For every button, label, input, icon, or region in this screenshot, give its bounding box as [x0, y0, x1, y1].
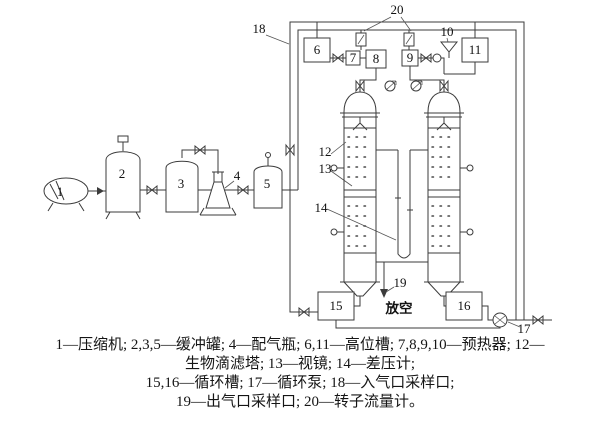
high-level-tank-11 — [461, 37, 489, 63]
caption-line-4: 19—出气口采样口; 20—转子流量计。 — [176, 394, 424, 410]
gas-mixing-flask — [199, 171, 237, 216]
valve-icon — [432, 53, 442, 63]
label-11: 11 — [469, 42, 482, 57]
process-flow-diagram: 1 2 3 4 5 6 7 8 9 10 11 12 13 14 15 16 1… — [43, 2, 552, 336]
caption-line-2: 生物滴滤塔; 13—视镜; 14—差压计; — [184, 356, 415, 372]
pressure-gauge-left — [384, 80, 397, 92]
label-17: 17 — [518, 321, 532, 336]
valve-icon — [355, 79, 365, 93]
label-15: 15 — [330, 298, 343, 313]
number-labels: 1 2 3 4 5 6 7 8 9 10 11 12 13 14 15 16 1… — [57, 2, 531, 336]
down-arrow-icon — [380, 289, 388, 298]
preheater-9 — [401, 49, 419, 67]
label-9: 9 — [407, 50, 414, 65]
figure-caption: 1—压缩机; 2,3,5—缓冲罐; 4—配气瓶; 6,11—高位槽; 7,8,9… — [0, 336, 600, 412]
preheater-8 — [365, 49, 387, 69]
label-13: 13 — [319, 161, 332, 176]
caption-line-1: 1—压缩机; 2,3,5—缓冲罐; 4—配气瓶; 6,11—高位槽; 7,8,9… — [55, 337, 545, 353]
valve-icon — [420, 52, 432, 64]
label-6: 6 — [314, 42, 321, 57]
spray-nozzle-icon — [436, 117, 452, 131]
valve-icon — [194, 144, 206, 156]
high-level-tank-6 — [303, 37, 331, 63]
valve-icon — [285, 143, 295, 157]
sight-glass-icon — [330, 228, 338, 236]
valve-icon — [237, 184, 249, 196]
valve-icon — [439, 79, 449, 93]
sight-glass-icon — [466, 228, 474, 236]
label-19: 19 — [394, 275, 407, 290]
preheater-7 — [345, 50, 361, 66]
label-5: 5 — [264, 176, 271, 191]
rotameter-left — [355, 32, 367, 47]
circulation-pump — [492, 312, 508, 328]
sight-glass-icon — [466, 164, 474, 172]
biofilter-column-left — [330, 91, 380, 283]
label-16: 16 — [458, 298, 472, 313]
label-3: 3 — [178, 176, 185, 191]
label-14: 14 — [315, 200, 329, 215]
buffer-tank-3 — [165, 160, 199, 213]
label-1: 1 — [57, 184, 64, 199]
label-20: 20 — [391, 2, 404, 17]
sight-glass-icon — [330, 164, 338, 172]
preheater-10-funnel — [439, 41, 459, 58]
label-10: 10 — [441, 24, 454, 39]
pressure-gauge-right — [410, 80, 423, 92]
valve-icon — [298, 306, 310, 318]
valve-icon — [532, 314, 544, 326]
vent-label: 放空 — [385, 300, 413, 316]
differential-manometer — [376, 149, 428, 259]
label-12: 12 — [319, 144, 332, 159]
caption-line-3: 15,16—循环槽; 17—循环泵; 18—入气口采样口; — [145, 375, 455, 391]
circulation-tank-15 — [317, 291, 355, 321]
label-2: 2 — [119, 166, 126, 181]
leader-lines — [224, 16, 521, 328]
buffer-tank-5 — [253, 152, 283, 209]
buffer-tank-2 — [105, 135, 141, 220]
label-8: 8 — [373, 51, 380, 66]
label-4: 4 — [234, 168, 241, 183]
biofilter-column-right — [424, 91, 474, 283]
circulation-tank-16 — [445, 291, 483, 321]
label-7: 7 — [350, 50, 357, 65]
rotameter-right — [403, 32, 415, 47]
label-18: 18 — [253, 21, 266, 36]
spray-nozzle-icon — [352, 117, 368, 131]
compressor — [43, 177, 89, 212]
valve-icon — [146, 184, 158, 196]
valve-icon — [332, 52, 344, 64]
